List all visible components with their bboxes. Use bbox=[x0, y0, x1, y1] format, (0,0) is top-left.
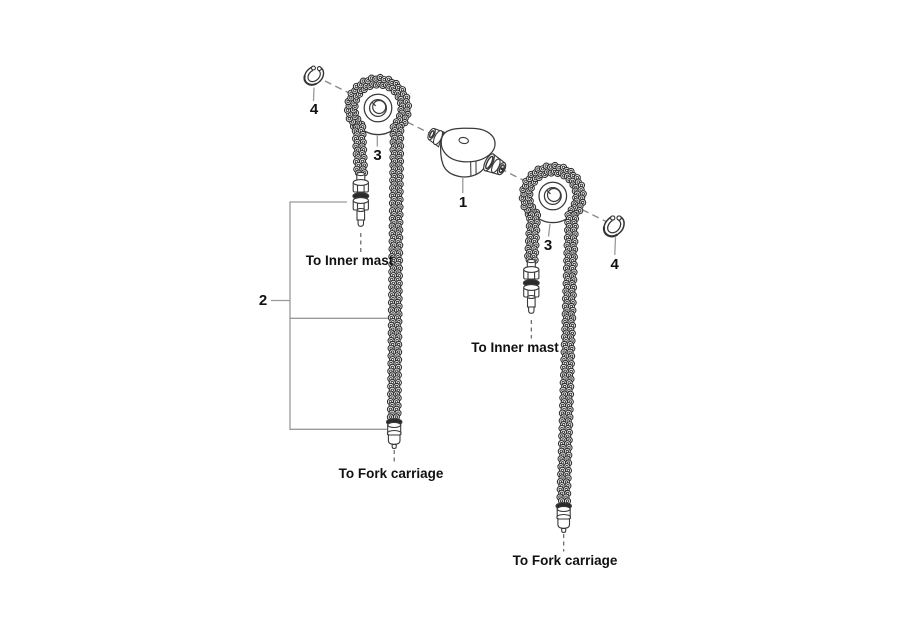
retaining-ring-left bbox=[303, 62, 325, 86]
annotation-fork-carriage-right: To Fork carriage bbox=[512, 552, 618, 568]
pulley-sheave-left bbox=[350, 80, 406, 136]
annotation-fork-carriage-left: To Fork carriage bbox=[338, 465, 444, 481]
drop-dashed-lines bbox=[360, 233, 565, 552]
callout-retaining-ring-left: 4 bbox=[309, 101, 319, 118]
left-lift-chain bbox=[343, 73, 413, 421]
leader-ring-right bbox=[614, 236, 617, 256]
retaining-ring-right bbox=[602, 212, 625, 238]
chain-extent-bracket bbox=[289, 201, 388, 430]
callout-anchor-block: 1 bbox=[458, 194, 468, 211]
callout-retaining-ring-right: 4 bbox=[610, 256, 619, 273]
annotation-inner-mast-right: To Inner mast bbox=[471, 339, 559, 355]
chain-anchor-fitting-right-fork-carriage bbox=[555, 502, 572, 533]
chain-anchor-fitting-right-inner-mast bbox=[522, 258, 540, 314]
chain-anchor-block bbox=[427, 127, 507, 178]
leader-lines bbox=[271, 87, 617, 430]
callout-pulley-right: 3 bbox=[543, 237, 553, 254]
right-lift-chain bbox=[518, 161, 587, 505]
callout-chain: 2 bbox=[258, 292, 268, 309]
leader-ring-left bbox=[312, 87, 315, 102]
callout-pulley-left: 3 bbox=[373, 147, 382, 164]
chain-anchor-fitting-left-fork-carriage bbox=[385, 418, 403, 449]
annotation-inner-mast-left: To Inner mast bbox=[305, 252, 394, 268]
chain-anchor-fitting-left-inner-mast bbox=[352, 171, 370, 227]
leader-pulley-right bbox=[547, 223, 551, 237]
